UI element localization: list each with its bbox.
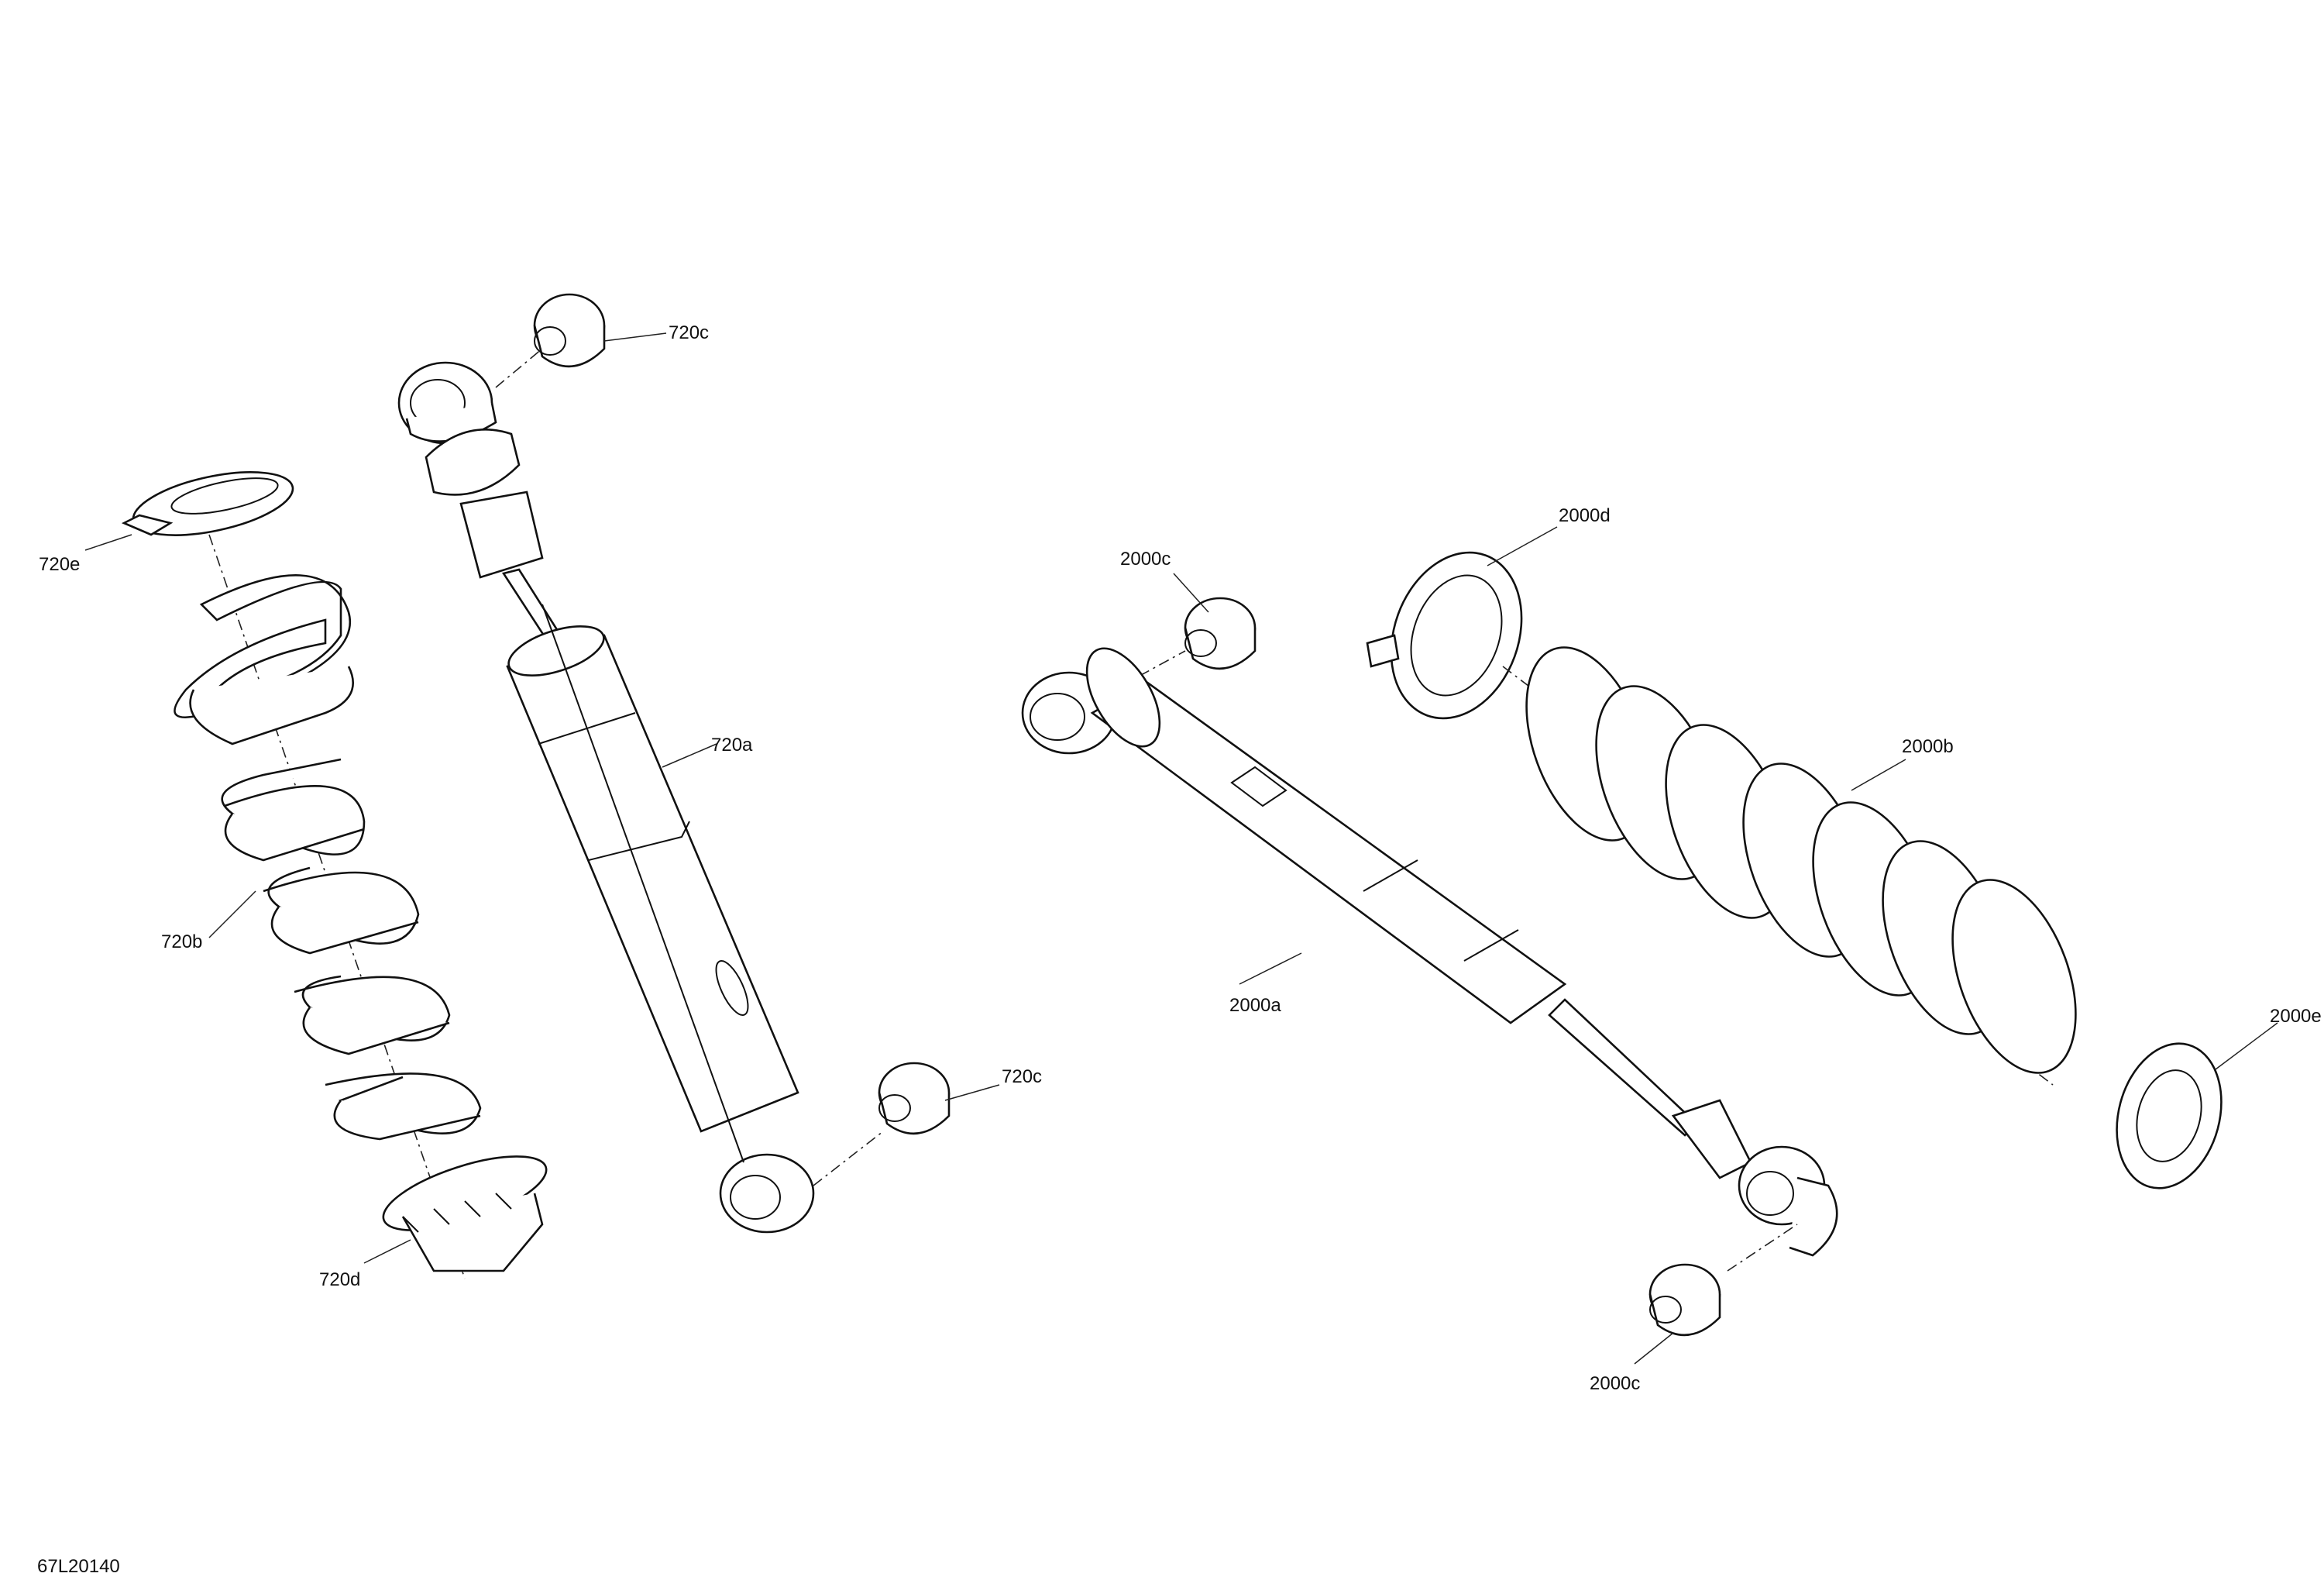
part-720c-upper-bushing xyxy=(533,293,606,368)
callout-2000b: 2000b xyxy=(1902,736,1954,757)
part-2000e-retainer xyxy=(2116,1042,2223,1189)
callout-2000c-upper: 2000c xyxy=(1120,549,1171,570)
shock-720a xyxy=(397,361,815,1234)
drawing-id: 67L20140 xyxy=(37,1556,120,1577)
part-2000b-spring xyxy=(1525,646,2077,1074)
shock-2000a xyxy=(1021,647,1838,1257)
callout-2000c-lower: 2000c xyxy=(1590,1373,1641,1394)
part-2000d-adjuster-ring xyxy=(1366,551,1523,720)
callout-2000d: 2000d xyxy=(1559,505,1611,526)
callout-2000a: 2000a xyxy=(1229,995,1281,1016)
callout-2000e: 2000e xyxy=(2270,1006,2322,1027)
callout-720c-upper: 720c xyxy=(669,322,710,343)
part-720c-lower-bushing xyxy=(878,1062,951,1135)
callout-720e: 720e xyxy=(39,554,81,575)
part-720b-spring xyxy=(174,574,482,1141)
part-2000c-upper-bushing xyxy=(1184,597,1257,670)
part-720d-adjuster-seat xyxy=(382,1155,548,1272)
part-720e-retainer xyxy=(121,471,294,536)
callout-720b: 720b xyxy=(161,931,203,952)
callout-720c-lower: 720c xyxy=(1002,1066,1043,1087)
callout-720a: 720a xyxy=(711,735,753,756)
callout-720d: 720d xyxy=(319,1269,361,1290)
part-2000c-lower-bushing xyxy=(1648,1263,1721,1337)
